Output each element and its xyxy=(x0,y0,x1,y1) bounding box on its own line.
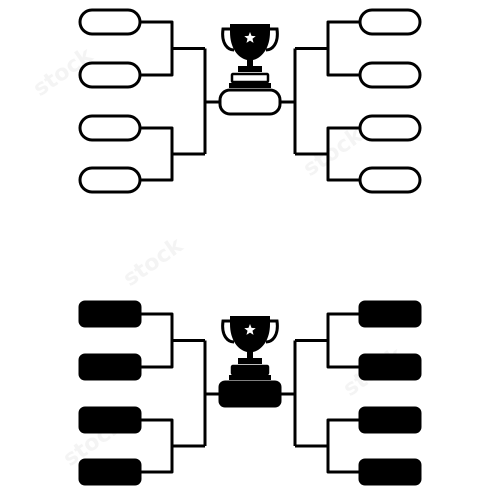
connector-lines xyxy=(140,312,360,474)
trophy-cup xyxy=(230,316,270,358)
connector-line xyxy=(326,312,360,369)
trophy-base xyxy=(229,83,271,88)
trophy-cup xyxy=(230,24,270,66)
final-slot xyxy=(218,88,282,116)
right-name-slot xyxy=(358,353,422,381)
trophy-base xyxy=(229,375,271,380)
trophy-plinth xyxy=(230,364,270,376)
trophy-plinth xyxy=(230,72,270,84)
left-name-slot xyxy=(78,300,142,328)
trophy-icon xyxy=(221,24,279,88)
connector-line xyxy=(140,312,174,369)
right-name-slot xyxy=(358,300,422,328)
connector-lines xyxy=(140,20,360,182)
bracket-solid xyxy=(78,300,422,486)
trophy-icon xyxy=(221,316,279,380)
trophy-neck xyxy=(238,358,262,364)
right-name-slot xyxy=(358,114,422,142)
connector-line xyxy=(140,418,174,474)
left-name-slot xyxy=(78,61,142,89)
star-icon xyxy=(244,32,256,43)
connector-line xyxy=(140,126,174,182)
trophy-handle xyxy=(265,27,279,52)
trophy-handle xyxy=(221,319,235,344)
connector-line xyxy=(326,418,360,474)
left-name-slot xyxy=(78,8,142,36)
left-name-slot xyxy=(78,166,142,194)
final-slot xyxy=(218,380,282,408)
right-name-slot xyxy=(358,458,422,486)
right-name-slot xyxy=(358,8,422,36)
left-name-slot xyxy=(78,406,142,434)
connector-line xyxy=(326,20,360,77)
connector-line xyxy=(140,20,174,77)
left-name-slot xyxy=(78,353,142,381)
left-name-slot xyxy=(78,114,142,142)
connector-line xyxy=(326,126,360,182)
right-name-slot xyxy=(358,166,422,194)
right-name-slot xyxy=(358,406,422,434)
right-name-slot xyxy=(358,61,422,89)
bracket-outline xyxy=(78,8,422,194)
left-name-slot xyxy=(78,458,142,486)
star-icon xyxy=(244,324,256,335)
trophy-handle xyxy=(265,319,279,344)
trophy-neck xyxy=(238,66,262,72)
trophy-handle xyxy=(221,27,235,52)
